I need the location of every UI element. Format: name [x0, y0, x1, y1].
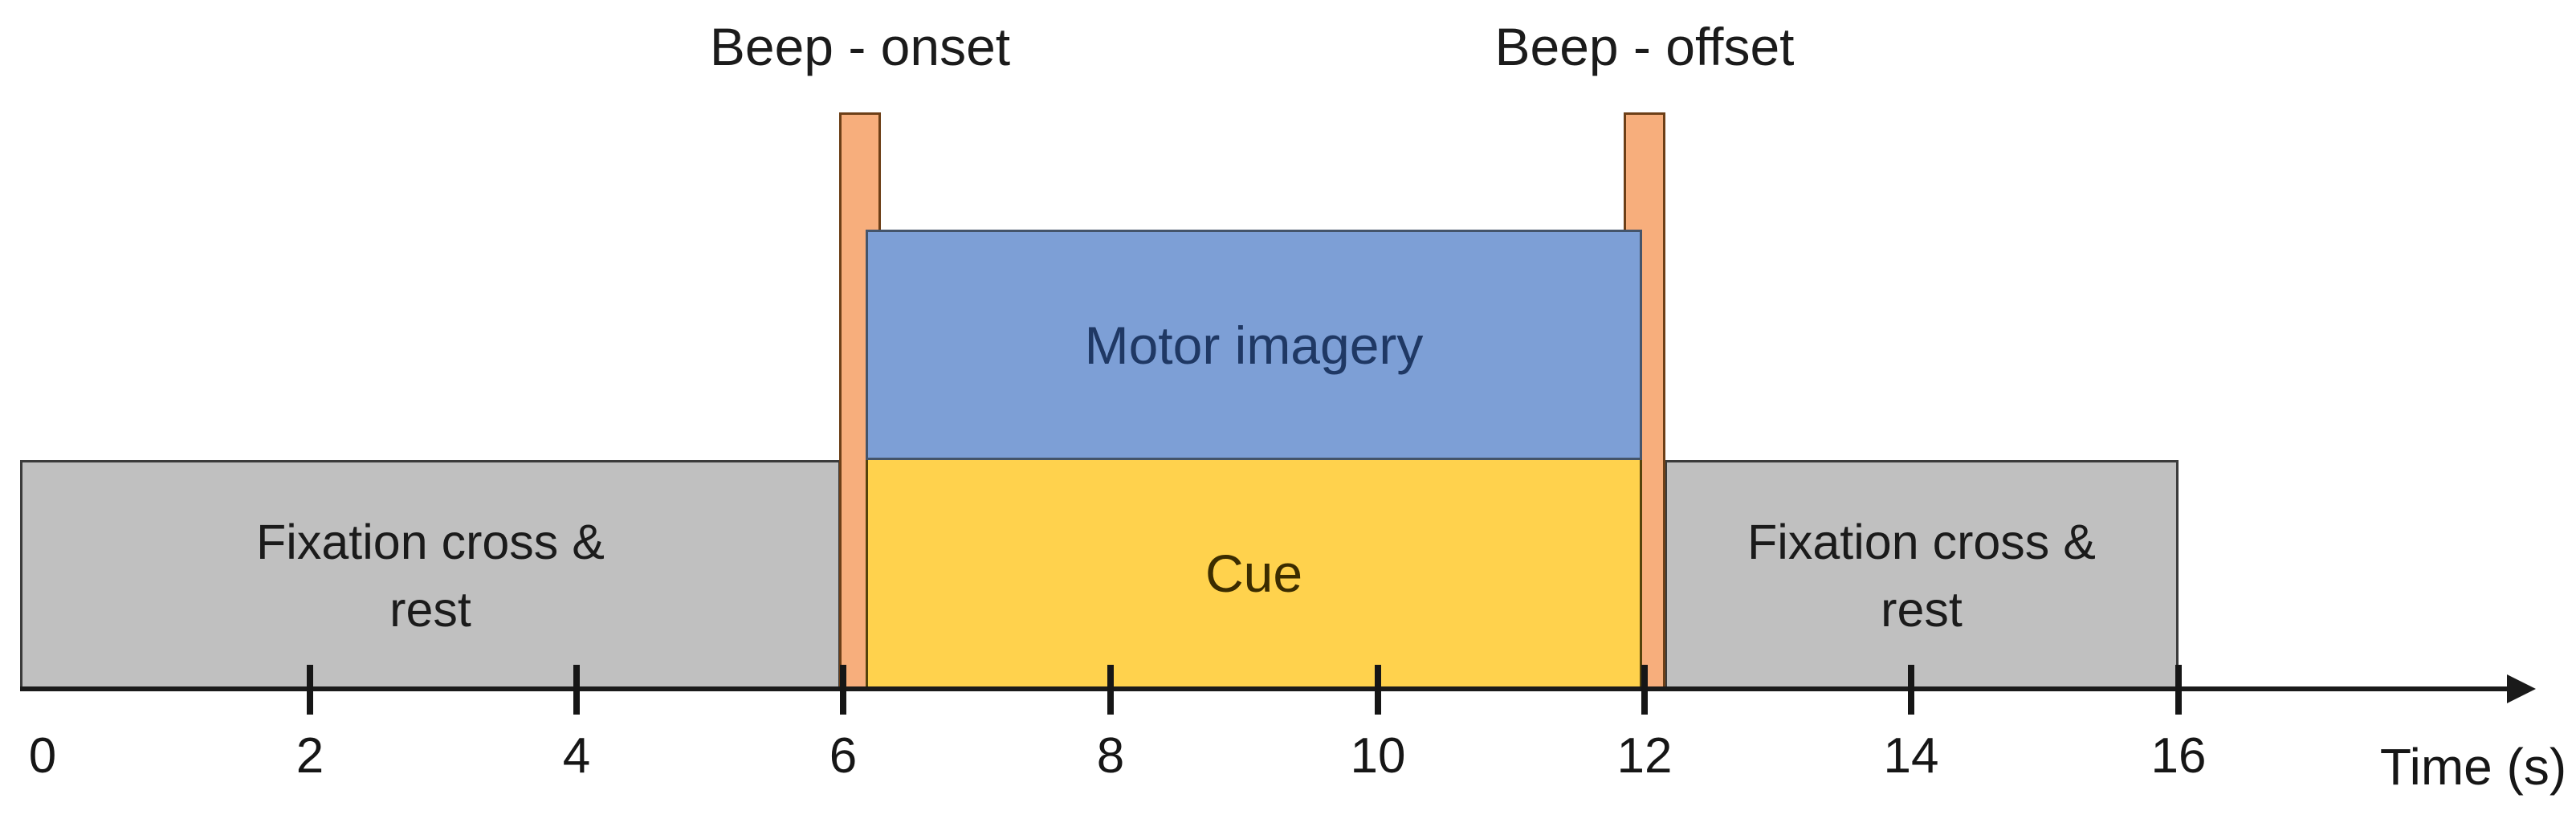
rest-pre-label-line1: Fixation cross &	[256, 514, 605, 569]
tick-4s	[573, 665, 580, 715]
tick-label-14: 14	[1883, 728, 1939, 784]
rest-post-box: Fixation cross & rest	[1665, 460, 2179, 689]
tick-label-12: 12	[1616, 728, 1673, 784]
tick-14s	[1908, 665, 1914, 715]
tick-label-10: 10	[1350, 728, 1406, 784]
beep-offset-label: Beep - offset	[1494, 17, 1795, 76]
tick-16s	[2175, 665, 2182, 715]
rest-post-label-line2: rest	[1881, 582, 1963, 637]
motor-imagery-box: Motor imagery	[866, 230, 1642, 460]
tick-label-2: 2	[296, 728, 324, 784]
cue-label: Cue	[1204, 544, 1303, 603]
cue-box: Cue	[866, 460, 1642, 689]
rest-post-label-line1: Fixation cross &	[1747, 514, 2096, 569]
tick-10s	[1375, 665, 1381, 715]
time-axis-line	[20, 686, 2524, 691]
tick-12s	[1641, 665, 1648, 715]
rest-pre-label-line2: rest	[389, 582, 471, 637]
time-axis-arrowhead-icon	[2507, 674, 2536, 703]
tick-6s	[840, 665, 846, 715]
tick-label-6: 6	[829, 728, 858, 784]
time-axis-label: Time (s)	[2379, 738, 2567, 796]
tick-2s	[307, 665, 313, 715]
beep-onset-label: Beep - onset	[709, 17, 1011, 76]
tick-8s	[1107, 665, 1114, 715]
motor-imagery-label: Motor imagery	[1084, 315, 1424, 375]
tick-label-0: 0	[28, 728, 57, 784]
rest-pre-box: Fixation cross & rest	[20, 460, 841, 689]
tick-label-16: 16	[2150, 728, 2207, 784]
tick-label-4: 4	[562, 728, 591, 784]
tick-label-8: 8	[1096, 728, 1125, 784]
